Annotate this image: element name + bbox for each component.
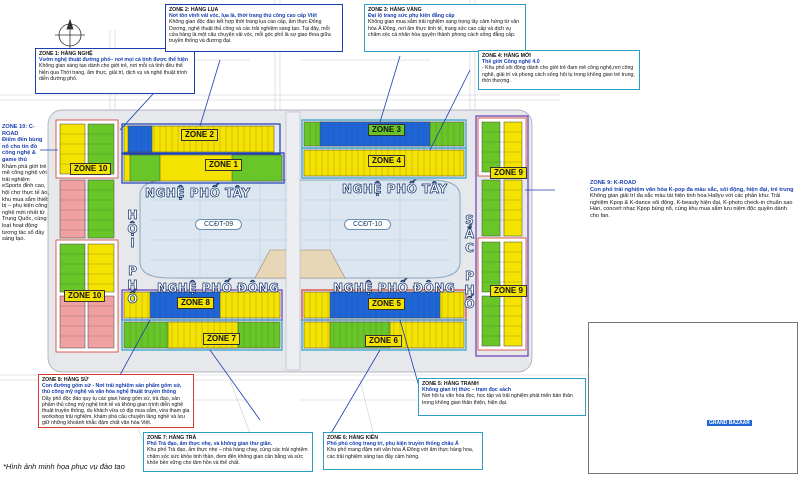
callout-zone-1-subtitle: Vườn nghệ thuật đường phố– nơi mọi cá tí… bbox=[39, 57, 189, 64]
zone-label-9-bottom: ZONE 9 bbox=[490, 285, 527, 297]
street-label-west: HỘI PHỐ bbox=[125, 208, 140, 309]
callout-zone-9-subtitle: Con phố trải nghiệm văn hóa K-pop đa màu… bbox=[590, 186, 794, 193]
street-label-bottom-right: NGHỆ PHỐ ĐÔNG bbox=[333, 281, 456, 296]
street-label-top-right: NGHỆ PHỐ TÂY bbox=[342, 182, 448, 197]
footer-note: *Hình ảnh minh họa phục vụ đào tạo bbox=[3, 462, 125, 471]
callout-zone-3-title: ZONE 3: HÀNG VÀNG bbox=[368, 7, 422, 13]
callout-zone-4: ZONE 4: HÀNG MỚI Thế giới Công nghệ 4.0 … bbox=[478, 50, 640, 90]
street-label-east: SẮC PHỐ bbox=[462, 213, 477, 314]
lake-label-right: CCĐT-10 bbox=[344, 219, 392, 230]
callout-zone-2-title: ZONE 2: HÀNG LỤA bbox=[169, 7, 219, 13]
callout-zone-4-subtitle: Thế giới Công nghệ 4.0 bbox=[482, 59, 540, 66]
callout-zone-6-body: Khu phố mang đậm nét văn hóa Á Đông với … bbox=[327, 447, 474, 460]
callout-zone-2-subtitle: Nơi tôn vinh vải vóc, lụa là, thời trang… bbox=[169, 13, 317, 20]
callout-zone-6-title: ZONE 6: HÀNG KIẾN bbox=[327, 435, 379, 441]
callout-zone-8-subtitle: Con đường gốm sứ - Nơi trải nghiệm sản p… bbox=[42, 383, 182, 396]
callout-zone-7-subtitle: Phố Trà đạo, ẩm thực nhẹ, và không gian … bbox=[147, 441, 273, 448]
zone-label-10-bottom: ZONE 10 bbox=[64, 290, 106, 302]
callout-zone-1-title: ZONE 1: HÀNG NGHỆ bbox=[39, 51, 93, 57]
callout-zone-5-title: ZONE 5: HÀNG TRANH bbox=[422, 381, 479, 387]
callout-zone-5-subtitle: Không gian trị thức – trạm đọc sách bbox=[422, 387, 512, 394]
zone-label-1: ZONE 1 bbox=[205, 159, 242, 171]
zone-label-9-top: ZONE 9 bbox=[490, 167, 527, 179]
callout-zone-1: ZONE 1: HÀNG NGHỆ Vườn nghệ thuật đường … bbox=[35, 48, 195, 94]
callout-zone-6: ZONE 6: HÀNG KIẾN Phố phủ công trang trí… bbox=[323, 432, 483, 470]
callout-zone-3-subtitle: Đại lộ trang sức phụ kiện đẳng cấp bbox=[368, 13, 455, 20]
callout-zone-10: ZONE 10: C-ROAD Điểm đến bùng nổ cho tín… bbox=[2, 124, 50, 270]
street-label-west-text: HỘI PHỐ bbox=[125, 208, 140, 307]
callout-zone-9: ZONE 9: K-ROAD Con phố trải nghiệm văn h… bbox=[590, 180, 795, 252]
callout-zone-2-body: Không gian độc đáo kết hợp thời trang lụ… bbox=[169, 19, 331, 45]
callout-zone-4-title: ZONE 4: HÀNG MỚI bbox=[482, 53, 531, 59]
zone-label-10-top: ZONE 10 bbox=[70, 163, 112, 175]
callout-zone-10-title: ZONE 10: C-ROAD bbox=[2, 124, 35, 137]
zone-label-2: ZONE 2 bbox=[181, 129, 218, 141]
callout-zone-7-body: Khu phố Trà đạo, ẩm thực nhẹ – nhà hàng … bbox=[147, 447, 308, 466]
callout-zone-8-body: Dãy phố độc đáo quy tụ các gian hàng gốm… bbox=[42, 395, 190, 427]
callout-zone-1-body: Không gian sáng tạo dành cho giới trẻ, n… bbox=[39, 63, 188, 82]
callout-zone-9-title: ZONE 9: K-ROAD bbox=[590, 180, 636, 186]
callout-zone-5: ZONE 5: HÀNG TRANH Không gian trị thức –… bbox=[418, 378, 586, 416]
callout-zone-7-title: ZONE 7: HÀNG TRÀ bbox=[147, 435, 197, 441]
inset-grand-bazaar-label: GRAND BAZAAR bbox=[707, 420, 752, 426]
zone-label-7: ZONE 7 bbox=[203, 333, 240, 345]
callout-zone-7: ZONE 7: HÀNG TRÀ Phố Trà đạo, ẩm thực nh… bbox=[143, 432, 313, 472]
street-label-east-text: SẮC PHỐ bbox=[462, 213, 477, 312]
callout-zone-10-body: Khám phá giới trẻ mê công nghệ với trải … bbox=[2, 163, 49, 243]
callout-zone-6-subtitle: Phố phủ công trang trí, phụ kiện truyền … bbox=[327, 441, 459, 448]
callout-zone-8-title: ZONE 8: HÀNG SỨ bbox=[42, 377, 89, 383]
callout-zone-5-body: Nơi hội tụ văn hóa đọc, học tập và trải … bbox=[422, 393, 573, 406]
location-inset-map: GRAND BAZAAR bbox=[588, 322, 798, 474]
zone-label-4: ZONE 4 bbox=[368, 155, 405, 167]
street-label-top-left: NGHỆ PHỐ TÂY bbox=[145, 186, 251, 201]
zone-label-6: ZONE 6 bbox=[365, 335, 402, 347]
callout-zone-9-body: Không gian giải trí đa sắc màu tái hiện … bbox=[590, 193, 793, 219]
callout-zone-3-body: Không gian mua sắm trải nghiệm sang trọn… bbox=[368, 19, 520, 38]
callout-zone-10-subtitle: Điểm đến bùng nổ cho tín đồ công nghệ & … bbox=[2, 137, 43, 163]
lake-label-left: CCĐT-09 bbox=[195, 219, 243, 230]
zone-label-8: ZONE 8 bbox=[177, 297, 214, 309]
zone-label-3: ZONE 3 bbox=[368, 124, 405, 136]
callout-zone-8: ZONE 8: HÀNG SỨ Con đường gốm sứ - Nơi t… bbox=[38, 374, 194, 428]
street-label-bottom-left: NGHỆ PHỐ ĐÔNG bbox=[157, 281, 280, 296]
zone-label-5: ZONE 5 bbox=[368, 298, 405, 310]
callout-zone-3: ZONE 3: HÀNG VÀNG Đại lộ trang sức phụ k… bbox=[364, 4, 526, 52]
callout-zone-4-body: - Khu phố sôi động dành cho giới trẻ đam… bbox=[482, 65, 635, 84]
callout-zone-2: ZONE 2: HÀNG LỤA Nơi tôn vinh vải vóc, l… bbox=[165, 4, 343, 52]
